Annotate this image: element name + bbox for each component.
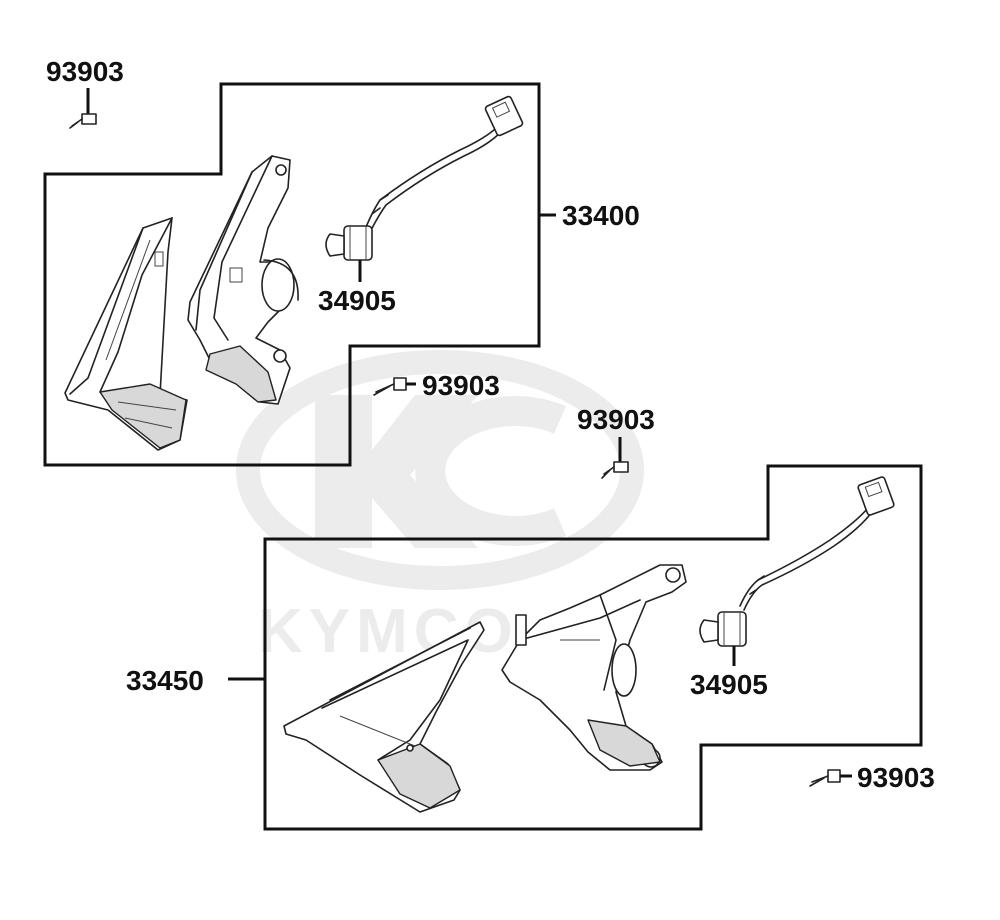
- label-screw-top-left: 93903: [46, 56, 124, 87]
- lower-assembly-outline: [263, 464, 923, 831]
- upper-bulb-harness: [325, 95, 524, 261]
- lower-lens-cover: [283, 621, 485, 813]
- label-upper-bulb: 34905: [318, 285, 396, 316]
- label-upper-assembly: 33400: [562, 200, 640, 231]
- upper-lens-cover: [64, 217, 188, 451]
- upper-assembly-outline: [43, 82, 541, 467]
- screw-middle-icon: [601, 437, 629, 479]
- screw-upper-right-icon: [373, 377, 416, 396]
- label-screw-upper-right: 93903: [422, 370, 500, 401]
- label-lower-bulb: 34905: [690, 669, 768, 700]
- label-lower-assembly: 33450: [126, 665, 204, 696]
- upper-lamp-housing: [187, 155, 299, 405]
- kymco-watermark: KYMCO: [236, 350, 644, 666]
- label-screw-bottom-right: 93903: [857, 762, 935, 793]
- screw-bottom-right-icon: [809, 769, 852, 787]
- lower-bulb-harness: [699, 476, 895, 647]
- label-screw-middle: 93903: [577, 404, 655, 435]
- lower-lamp-housing: [501, 564, 687, 771]
- screw-top-left-icon: [69, 88, 97, 129]
